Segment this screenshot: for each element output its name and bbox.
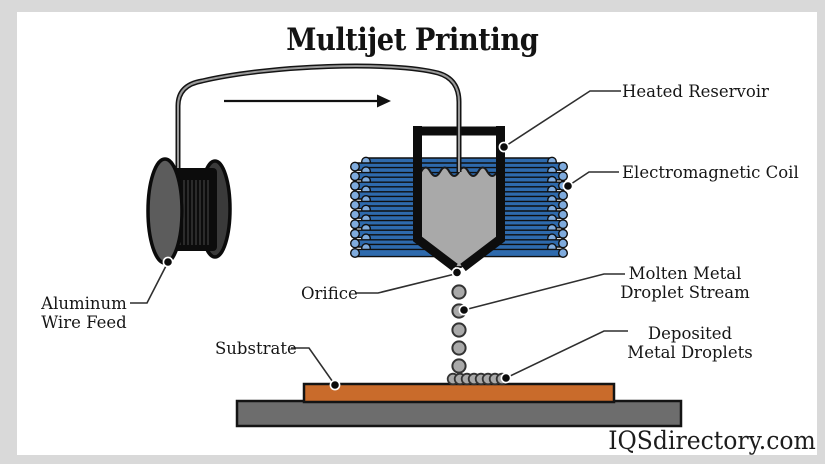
leader-lines bbox=[130, 90, 628, 386]
dot-aluminum-wire-feed bbox=[162, 256, 174, 268]
leader-molten-droplet-stream bbox=[463, 273, 625, 311]
feed-direction-arrow bbox=[224, 94, 391, 108]
dot-electromagnetic-coil bbox=[562, 180, 574, 192]
leader-deposited-droplets bbox=[505, 330, 628, 379]
leader-orifice bbox=[356, 273, 456, 294]
label-deposited-metal-droplets: Deposited Metal Droplets bbox=[627, 324, 753, 363]
label-substrate: Substrate bbox=[215, 339, 297, 358]
label-heated-reservoir: Heated Reservoir bbox=[622, 82, 769, 101]
leader-heated-reservoir bbox=[503, 90, 621, 148]
dot-molten-droplet-stream bbox=[458, 304, 470, 316]
deposited-droplets bbox=[446, 372, 509, 386]
dot-substrate bbox=[329, 379, 341, 391]
leader-aluminum-wire-feed bbox=[130, 261, 169, 304]
leader-dots bbox=[162, 141, 574, 391]
label-molten-metal-droplet-stream: Molten Metal Droplet Stream bbox=[620, 264, 750, 303]
leader-substrate bbox=[291, 347, 336, 386]
substrate-slab bbox=[302, 382, 616, 404]
base-plate bbox=[235, 399, 683, 428]
spool-left-flange bbox=[146, 157, 184, 265]
page-title: Multijet Printing bbox=[286, 22, 539, 58]
dot-deposited-droplets bbox=[500, 372, 512, 384]
label-electromagnetic-coil: Electromagnetic Coil bbox=[622, 163, 799, 182]
leader-electromagnetic-coil bbox=[567, 171, 619, 187]
dot-heated-reservoir bbox=[498, 141, 510, 153]
molten-droplet-stream bbox=[451, 284, 467, 374]
wire-spool bbox=[146, 157, 232, 265]
dot-orifice bbox=[451, 267, 463, 278]
label-orifice: Orifice bbox=[301, 284, 358, 303]
feed-wire bbox=[175, 63, 462, 172]
label-aluminum-wire-feed: Aluminum Wire Feed bbox=[41, 294, 127, 333]
watermark-iqsdirectory: IQSdirectory.com bbox=[608, 426, 816, 455]
